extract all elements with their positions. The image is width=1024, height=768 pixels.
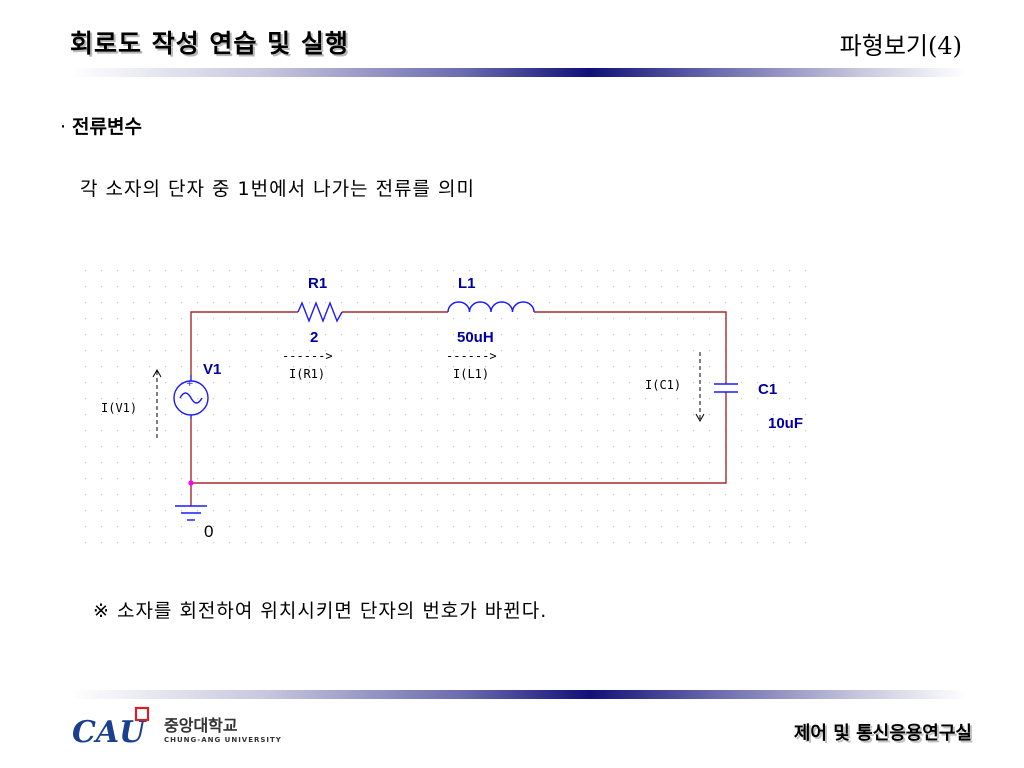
c1-current-direction-icon xyxy=(695,352,705,423)
l1-value-label: 50uH xyxy=(457,329,494,346)
university-name-en: CHUNG-ANG UNIVERSITY xyxy=(164,736,282,744)
university-name: 중앙대학교 xyxy=(164,716,238,735)
header-divider xyxy=(70,68,966,77)
l1-current-label: I(L1) xyxy=(453,367,489,381)
cau-logo-text: CAU xyxy=(72,715,147,748)
slide-subtitle: 파형보기(4) xyxy=(839,32,962,60)
resistor-r1[interactable] xyxy=(297,301,343,323)
l1-current-arrow: ------> xyxy=(446,349,497,363)
r1-current-arrow: ------> xyxy=(282,349,333,363)
l1-name-label: L1 xyxy=(458,275,476,292)
bullet-title: 전류변수 xyxy=(72,116,142,138)
slide-title: 회로도 작성 연습 및 실행 xyxy=(70,29,349,58)
c1-value-label: 10uF xyxy=(768,415,803,432)
ground-label: 0 xyxy=(204,522,213,541)
footer-divider xyxy=(70,690,966,699)
r1-current-label: I(R1) xyxy=(289,367,325,381)
ground-symbol xyxy=(175,505,207,521)
bullet-heading: ·전류변수 xyxy=(60,112,142,139)
v1-minus-sign: - xyxy=(188,410,192,421)
c1-name-label: C1 xyxy=(758,381,777,398)
v1-name-label: V1 xyxy=(203,361,221,378)
inductor-l1[interactable] xyxy=(447,301,535,313)
r1-name-label: R1 xyxy=(308,275,327,292)
schematic-grid xyxy=(80,264,820,554)
bullet-mark: · xyxy=(60,116,67,138)
circuit-wires xyxy=(190,311,727,506)
v1-current-label: I(V1) xyxy=(101,401,137,415)
v1-current-direction-icon xyxy=(152,368,162,440)
cau-logo: CAU xyxy=(72,706,150,748)
voltage-source-v1[interactable] xyxy=(173,375,209,419)
capacitor-c1[interactable] xyxy=(714,383,738,393)
description-text: 각 소자의 단자 중 1번에서 나가는 전류를 의미 xyxy=(80,178,476,200)
rotation-note: ※ 소자를 회전하여 위치시키면 단자의 번호가 바뀐다. xyxy=(93,600,548,622)
r1-value-label: 2 xyxy=(310,329,318,346)
ground-node xyxy=(188,480,194,486)
lab-name: 제어 및 통신응용연구실 xyxy=(793,723,972,744)
c1-current-label: I(C1) xyxy=(645,378,681,392)
v1-plus-sign: + xyxy=(186,379,194,389)
